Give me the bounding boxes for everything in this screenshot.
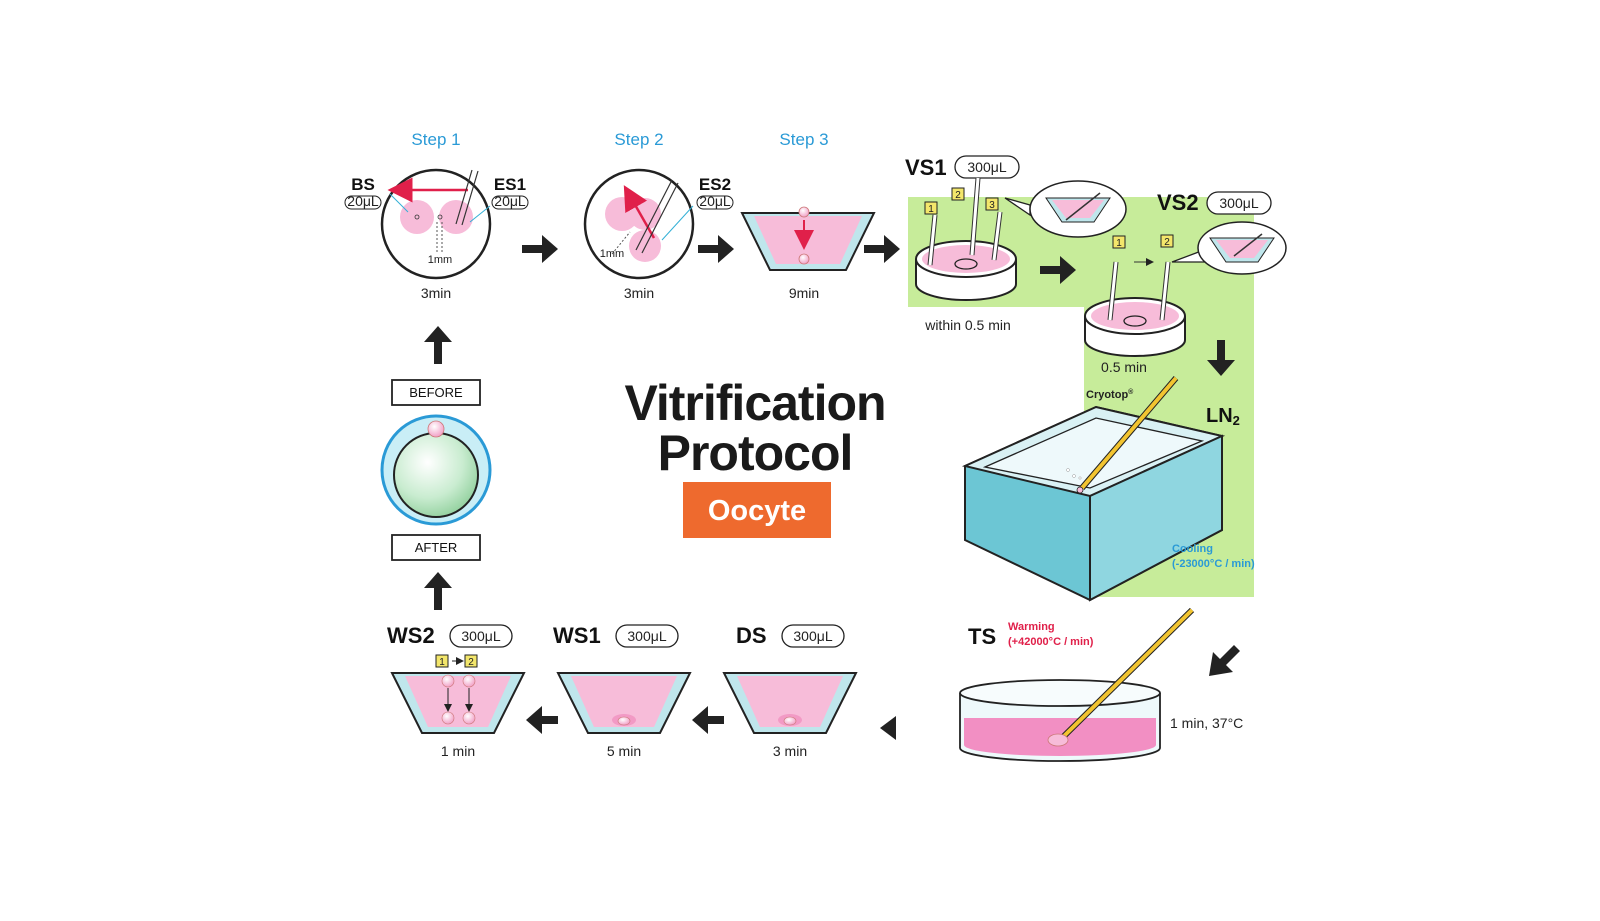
svg-text:BEFORE: BEFORE <box>409 385 463 400</box>
ln2-label: LN2 <box>1206 405 1240 428</box>
ts-time: 1 min, 37°C <box>1170 715 1243 731</box>
svg-text:20μL: 20μL <box>699 193 731 209</box>
vs1-num-box-2: 2 <box>951 187 965 201</box>
step2-time: 3min <box>624 285 654 301</box>
step3-label: Step 3 <box>779 130 828 149</box>
oocyte-badge-text: Oocyte <box>708 495 806 527</box>
ws2-well <box>390 657 526 734</box>
ws1-volume-pill: 300μL <box>615 624 679 648</box>
arrow-diag-ts <box>1209 645 1240 676</box>
step3-time: 9min <box>789 285 819 301</box>
oocyte-badge <box>683 482 831 538</box>
ws2-volume-pill: 300μL <box>449 624 513 648</box>
svg-text:3: 3 <box>989 200 995 211</box>
svg-text:300μL: 300μL <box>967 159 1006 175</box>
arrow-right-4 <box>1040 256 1076 284</box>
before-box: BEFORE <box>391 379 481 406</box>
vs2-volume-pill: 300μL <box>1206 191 1272 215</box>
step2-dish <box>583 168 695 280</box>
ws2-time: 1 min <box>441 743 475 759</box>
bs-volume-pill: 20μL <box>344 193 382 210</box>
svg-text:1: 1 <box>439 657 445 668</box>
ws1-label: WS1 <box>553 623 601 648</box>
vs1-zoom-bubble <box>1004 180 1127 238</box>
es2-volume-pill: 20μL <box>696 193 734 210</box>
svg-text:2: 2 <box>955 190 961 201</box>
ts-label: TS <box>968 624 996 649</box>
arrow-left-ds-ws1 <box>692 706 724 734</box>
vs1-num-box-1: 1 <box>924 201 938 215</box>
vs2-num-box-1: 1 <box>1112 235 1126 249</box>
vs1-label: VS1 <box>905 155 947 180</box>
svg-text:2: 2 <box>1164 237 1170 248</box>
arrow-right-1 <box>522 235 558 263</box>
ds-label: DS <box>736 623 767 648</box>
svg-text:2: 2 <box>468 657 474 668</box>
arrow-up-after <box>424 572 452 610</box>
step1-distance: 1mm <box>428 254 452 266</box>
step3-well <box>740 206 876 271</box>
ws2-num-box-2: 2 <box>464 654 478 668</box>
cooling-rate: (-23000°C / min) <box>1172 558 1255 570</box>
step1-label: Step 1 <box>411 130 460 149</box>
vs1-time: within 0.5 min <box>924 317 1011 333</box>
ws2-num-box-1: 1 <box>435 654 449 668</box>
title-line2: Protocol <box>658 425 853 481</box>
step1-time: 3min <box>421 285 451 301</box>
svg-text:20μL: 20μL <box>494 193 526 209</box>
vs2-label: VS2 <box>1157 190 1199 215</box>
step2-label: Step 2 <box>614 130 663 149</box>
arrow-up-before <box>424 326 452 364</box>
arrow-left-ts-ds <box>880 716 896 740</box>
vs1-num-box-3: 3 <box>985 197 999 211</box>
ds-well <box>722 672 858 734</box>
step1-dish <box>380 168 492 280</box>
ds-volume-pill: 300μL <box>781 624 845 648</box>
svg-text:300μL: 300μL <box>1219 195 1258 211</box>
svg-text:20μL: 20μL <box>347 193 379 209</box>
svg-text:AFTER: AFTER <box>415 540 458 555</box>
arrow-left-ws1-ws2 <box>526 706 558 734</box>
svg-text:1: 1 <box>1116 238 1122 249</box>
svg-text:300μL: 300μL <box>793 628 832 644</box>
svg-text:300μL: 300μL <box>461 628 500 644</box>
svg-text:1: 1 <box>928 204 934 215</box>
cooling-label: Cooling <box>1172 543 1213 555</box>
title-line1: Vitrification <box>624 375 885 431</box>
cryotop-label: Cryotop® <box>1086 388 1134 401</box>
vs2-num-box-2: 2 <box>1160 234 1174 248</box>
vs2-zoom-bubble <box>1171 221 1287 275</box>
es2-label: ES2 <box>699 175 731 194</box>
oocyte-illustration <box>380 414 492 526</box>
vs1-dish <box>915 177 1017 301</box>
ws1-time: 5 min <box>607 743 641 759</box>
after-box: AFTER <box>391 534 481 561</box>
arrow-down-ln2 <box>1207 340 1235 376</box>
warming-label: Warming <box>1008 621 1055 633</box>
ws2-label: WS2 <box>387 623 435 648</box>
ws1-well <box>556 672 692 734</box>
warming-rate: (+42000°C / min) <box>1008 636 1094 648</box>
svg-text:300μL: 300μL <box>627 628 666 644</box>
vs2-time: 0.5 min <box>1101 359 1147 375</box>
es1-volume-pill: 20μL <box>491 193 529 210</box>
ds-time: 3 min <box>773 743 807 759</box>
step2-distance: 1mm <box>600 248 624 260</box>
bs-label: BS <box>351 175 375 194</box>
vs2-dish <box>1084 258 1186 357</box>
arrow-right-2 <box>698 235 734 263</box>
es1-label: ES1 <box>494 175 526 194</box>
ln2-container <box>961 376 1226 602</box>
vs1-volume-pill: 300μL <box>954 155 1020 179</box>
ts-dish <box>959 607 1195 762</box>
arrow-right-3 <box>864 235 900 263</box>
